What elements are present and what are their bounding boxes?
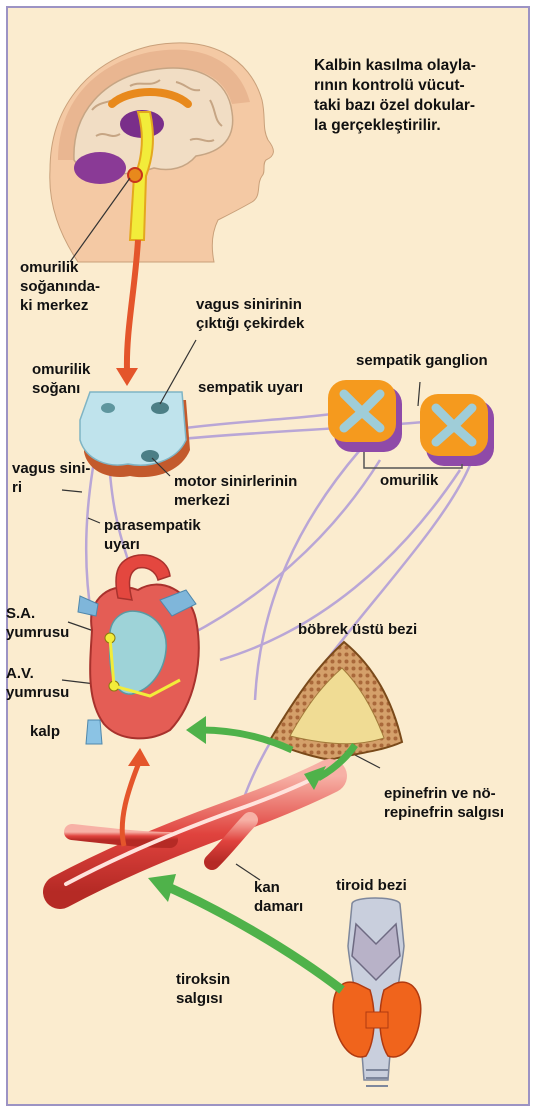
label-av-node: A.V. yumrusu	[6, 664, 69, 702]
ganglion-to-adrenal	[235, 465, 470, 830]
label-vagus-nerve: vagus sini- ri	[12, 459, 90, 497]
blood-vessel-illustration	[60, 772, 330, 892]
label-sympathetic-ganglion: sempatik ganglion	[356, 351, 488, 370]
spinal-section-left	[328, 380, 402, 452]
thyroid-illustration	[333, 898, 421, 1086]
medulla-left-dot	[101, 403, 115, 413]
descending-signal-arrowhead	[116, 368, 138, 386]
thyroid-isthmus	[366, 1012, 388, 1028]
label-parasympathetic-signal: parasempatik uyarı	[104, 516, 201, 554]
spinal-section-right	[420, 394, 494, 466]
cerebellum	[74, 152, 126, 184]
pointer-parasympathetic	[88, 518, 100, 523]
head-illustration	[50, 43, 274, 262]
adrenal-gland-illustration	[270, 642, 402, 760]
adrenal-to-heart-arrowhead	[186, 716, 206, 744]
heart-illustration	[78, 555, 199, 744]
medulla-center-marker	[128, 168, 142, 182]
label-thyroxine: tiroksin salgısı	[176, 970, 230, 1008]
label-spinal-cord: omurilik	[380, 471, 438, 490]
pointer-sympathetic-ganglion	[418, 382, 420, 406]
label-vagus-nucleus: vagus sinirinin çıktığı çekirdek	[196, 295, 304, 333]
label-sympathetic-signal: sempatik uyarı	[198, 378, 303, 397]
label-medulla: omurilik soğanı	[32, 360, 90, 398]
vessel-to-heart-arrowhead	[128, 748, 150, 766]
label-motor-center: motor sinirlerinin merkezi	[174, 472, 297, 510]
label-heart: kalp	[30, 722, 60, 741]
sympathetic-nerve-2	[170, 420, 450, 440]
label-adrenal-gland: böbrek üstü bezi	[298, 620, 417, 639]
thyroid-to-vessel-arrowhead	[148, 874, 176, 902]
label-medulla-center: omurilik soğanında- ki merkez	[20, 258, 100, 315]
vena-cava	[86, 720, 102, 744]
medulla-body	[80, 392, 186, 465]
intro-text: Kalbin kasılma olayla- rının kontrolü vü…	[314, 56, 476, 136]
label-thyroid: tiroid bezi	[336, 876, 407, 895]
pointer-epinephrine	[355, 755, 380, 768]
label-blood-vessel: kan damarı	[254, 878, 303, 916]
label-epinephrine: epinefrin ve nö- repinefrin salgısı	[384, 784, 504, 822]
motor-center-dot	[141, 450, 159, 462]
label-sa-node: S.A. yumrusu	[6, 604, 69, 642]
medulla-block	[80, 392, 190, 477]
